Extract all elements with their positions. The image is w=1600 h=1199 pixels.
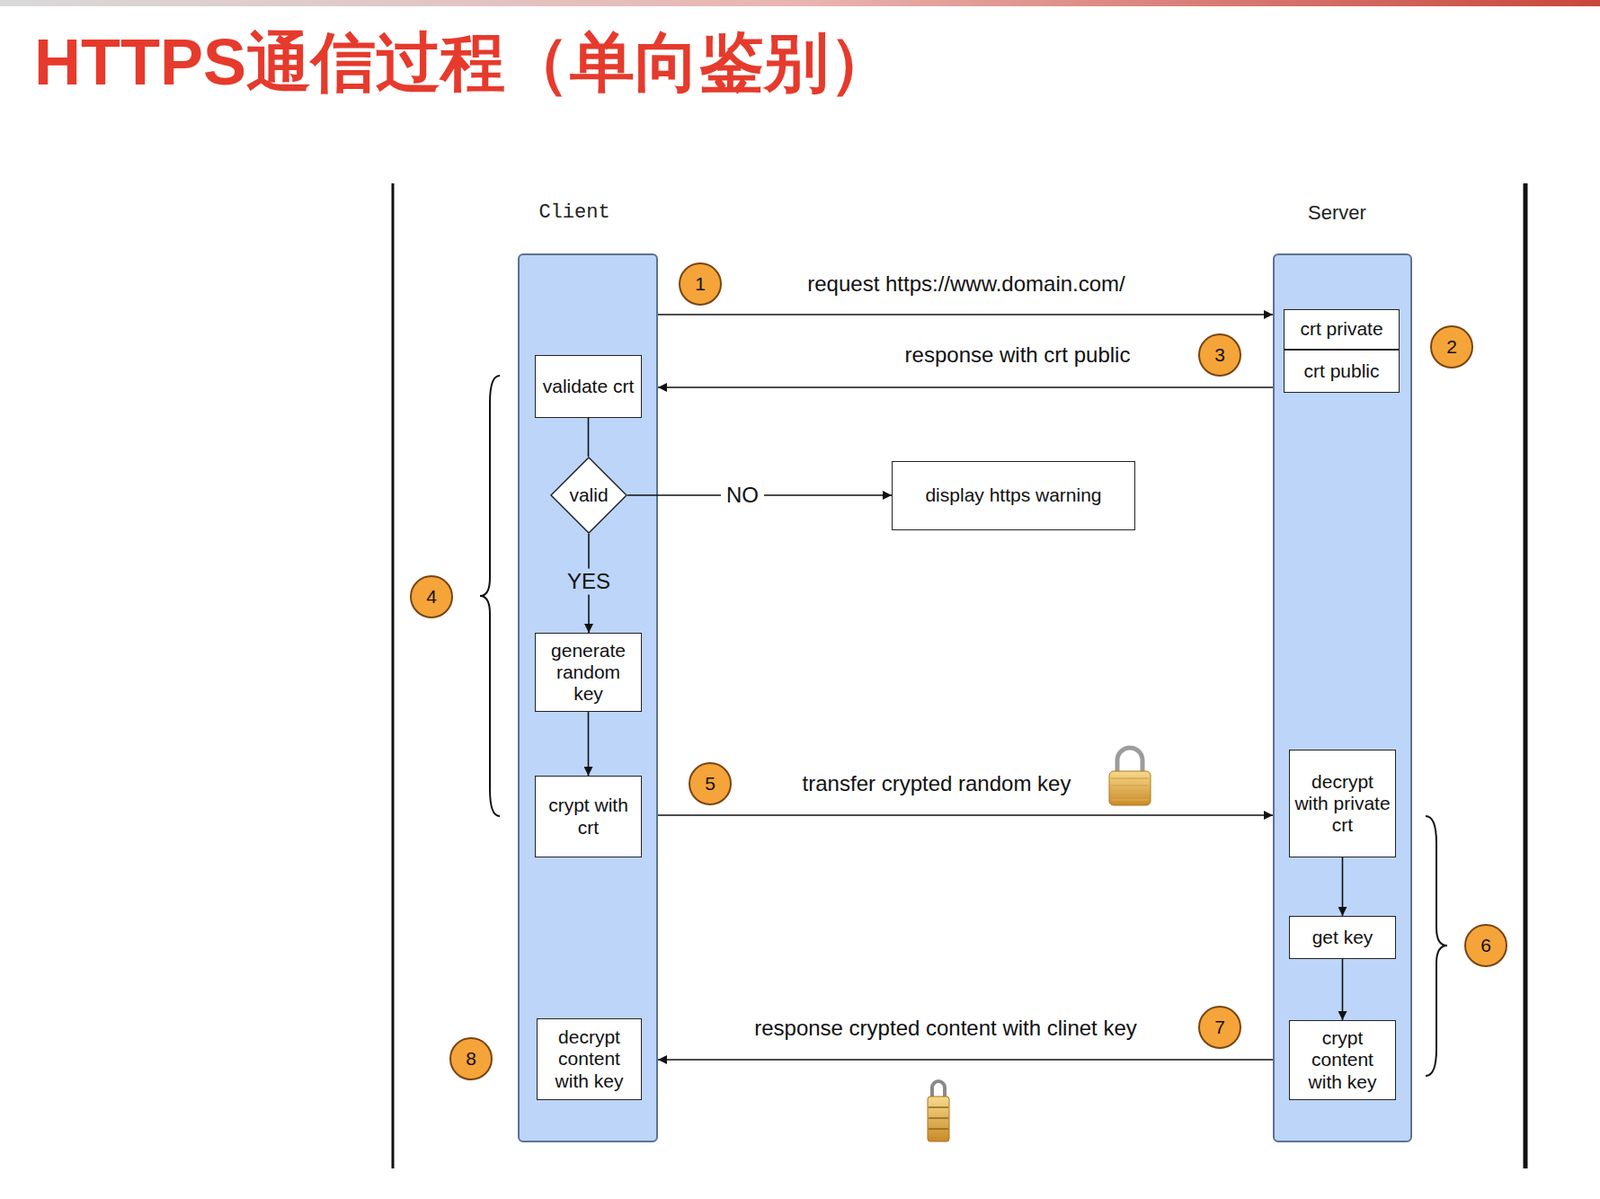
lane-heading: Client (506, 201, 643, 224)
process-box: generate random key (534, 632, 642, 712)
edge-label: response with crt public (899, 342, 1137, 369)
connector-arrow (657, 386, 1273, 389)
callout-number: 4 (426, 586, 437, 608)
node-text: decrypt content with key (542, 1026, 637, 1092)
process-box: validate crt (534, 355, 642, 418)
slide-title: HTTPS通信过程（单向鉴别） (34, 19, 894, 107)
connector-arrow (1342, 857, 1344, 916)
lane-heading: Server (1269, 201, 1405, 225)
top-strip (0, 0, 1600, 7)
process-box: display https warning (891, 461, 1136, 531)
node-text: decrypt with private crt (1294, 771, 1391, 836)
callout-number: 1 (694, 273, 706, 295)
callout-circle: 4 (409, 575, 454, 619)
curly-bracket (480, 375, 500, 817)
curly-bracket (1425, 816, 1448, 1076)
connector-arrow (657, 1058, 1273, 1061)
callout-circle: 8 (449, 1037, 493, 1081)
node-text: crypt with crt (540, 794, 637, 838)
node-text: valid (568, 484, 608, 507)
connector-arrow (657, 814, 1273, 817)
process-box: crypt with crt (534, 775, 642, 858)
swimlane: Clientvalidate crtvalidgenerate random k… (517, 253, 658, 1143)
callout-circle: 5 (688, 762, 732, 806)
decision-diamond: valid (550, 456, 628, 534)
callout-circle: 1 (678, 262, 722, 306)
connector-arrow (657, 313, 1273, 316)
callout-number: 3 (1214, 344, 1226, 366)
process-box: decrypt content with key (536, 1018, 642, 1101)
padlock-icon (1109, 747, 1151, 806)
edge-label: YES (561, 568, 616, 596)
frame-line (391, 183, 395, 1169)
node-text: validate crt (542, 375, 635, 398)
callout-circle: 2 (1430, 325, 1474, 369)
edge-label: transfer crypted random key (797, 771, 1077, 798)
edge-label: NO (720, 482, 765, 509)
connector-arrow (587, 417, 590, 457)
callout-number: 2 (1446, 336, 1458, 358)
node-text: crt private (1299, 318, 1383, 340)
frame-line (1523, 183, 1529, 1169)
callout-number: 5 (704, 773, 716, 795)
callout-number: 7 (1214, 1016, 1226, 1039)
node-text: crypt content with key (1294, 1027, 1391, 1093)
process-box: crypt content with key (1288, 1020, 1396, 1101)
callout-number: 6 (1480, 934, 1492, 957)
edge-label: request https://www.domain.com/ (801, 271, 1130, 298)
connector-arrow (587, 711, 590, 776)
process-box: crt private (1283, 309, 1400, 350)
node-text: get key (1312, 926, 1374, 949)
connector-arrow (1342, 959, 1344, 1021)
callout-circle: 6 (1464, 924, 1508, 968)
process-box: crt public (1283, 349, 1400, 393)
callout-number: 8 (465, 1048, 477, 1070)
combination-lock-icon (927, 1081, 950, 1142)
node-text: display https warning (924, 484, 1102, 507)
node-text: crt public (1303, 360, 1379, 383)
process-box: get key (1288, 915, 1396, 960)
callout-circle: 7 (1198, 1005, 1242, 1049)
node-text: generate random key (540, 640, 637, 705)
process-box: decrypt with private crt (1288, 749, 1396, 858)
edge-label: response crypted content with clinet key (748, 1015, 1143, 1042)
callout-circle: 3 (1198, 333, 1242, 377)
